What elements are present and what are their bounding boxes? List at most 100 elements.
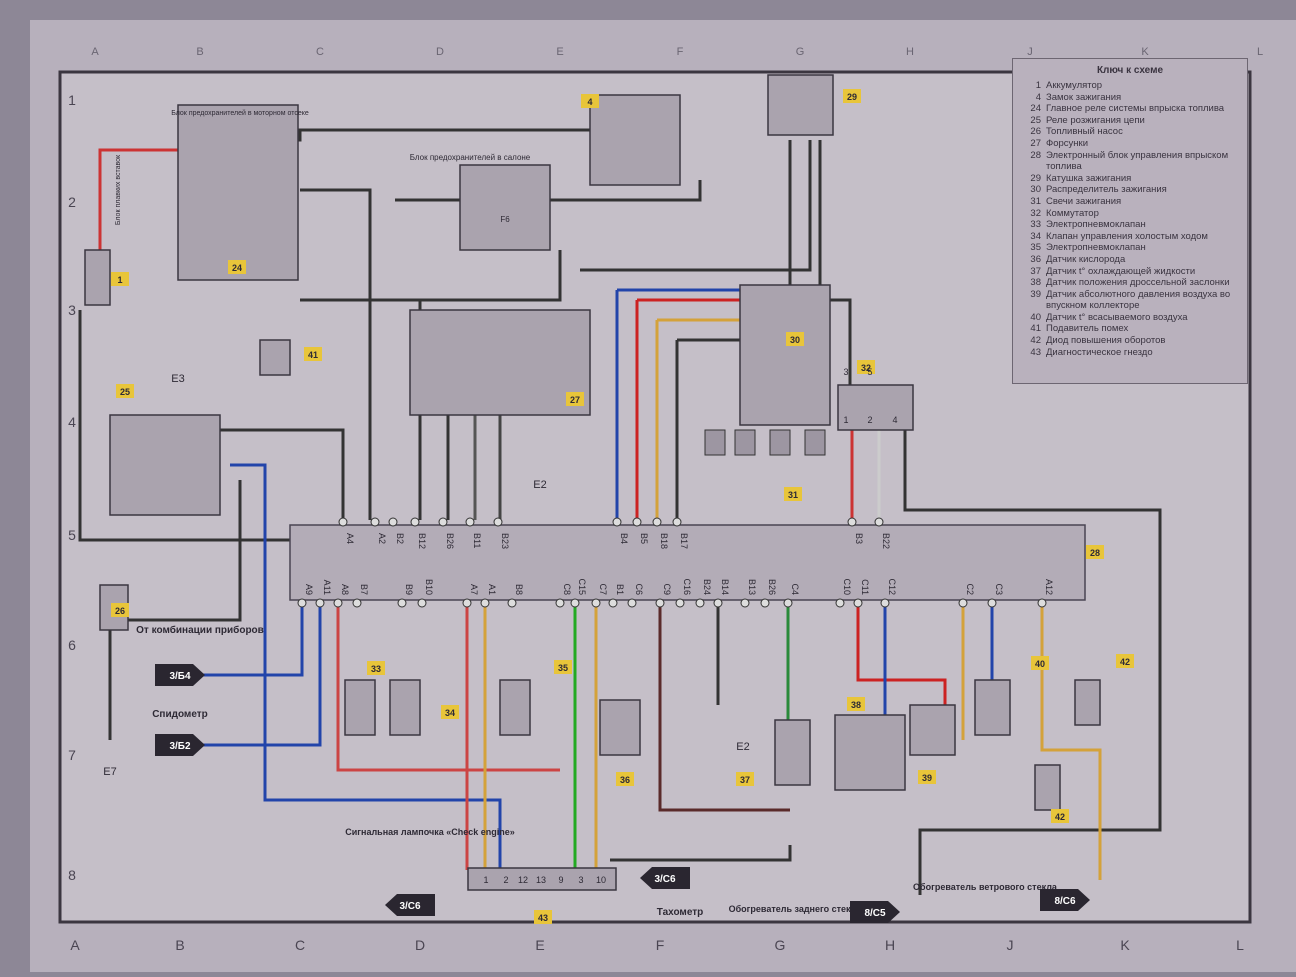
legend-item-number: 27 <box>1030 137 1041 149</box>
ecu-pin <box>835 598 845 608</box>
idle-valve-34 <box>389 679 421 736</box>
grid-column-label: J <box>1007 937 1014 953</box>
connector-arrow <box>1040 889 1090 911</box>
ecu-pin-label: C4 <box>790 583 800 595</box>
ecu-pin <box>880 598 890 608</box>
component-tag <box>1031 656 1049 670</box>
commutator-pin-label: 4 <box>892 415 897 425</box>
component-number: 34 <box>445 708 455 718</box>
oxygen-sensor-36 <box>599 699 641 756</box>
grid-column-label: F <box>656 937 665 953</box>
connector-label: 3/Б4 <box>169 671 191 682</box>
legend-title: Ключ к схеме <box>1096 65 1164 76</box>
commutator-pin-label: 1 <box>843 415 848 425</box>
component-tag <box>367 661 385 675</box>
legend-item-label: Датчик положения дроссельной заслонки <box>1046 277 1230 289</box>
ecu-pin <box>462 598 472 608</box>
diode-42b <box>1034 764 1061 811</box>
legend-item-label: Коммутатор <box>1046 207 1099 219</box>
legend-item-label: Электронный блок управления впрыском топ… <box>1046 149 1229 173</box>
legend-item-number: 36 <box>1030 253 1041 265</box>
ecu-pin-label: B24 <box>702 579 712 595</box>
ecu-pin-label: B9 <box>404 584 414 595</box>
legend-item-number: 35 <box>1030 242 1041 254</box>
ecu-pin-label: B13 <box>747 579 757 595</box>
legend-item-number: 30 <box>1030 184 1041 196</box>
ecu-pin-label: C12 <box>887 578 897 595</box>
component-number: 42 <box>1055 812 1065 822</box>
ecu-pin <box>507 598 517 608</box>
grid-column-label: A <box>91 46 99 58</box>
connector-label: 3/С6 <box>399 901 421 912</box>
legend-item-number: 1 <box>1035 80 1041 91</box>
ecu-pin <box>958 598 968 608</box>
ecu-pin-label: A11 <box>322 580 332 595</box>
ecu-pin-label: B18 <box>659 533 669 549</box>
diagnostic-connector-43 <box>467 867 617 891</box>
ecu-pin-label: B7 <box>359 584 369 595</box>
component-number: 27 <box>570 395 580 405</box>
wire <box>108 480 242 740</box>
rear-window-heater-label: Обогреватель заднего стекла <box>729 904 863 914</box>
legend-item-number: 34 <box>1030 230 1041 242</box>
ecu-pin-label: C11 <box>860 579 870 595</box>
speedometer-label: Спидометр <box>152 709 208 720</box>
fusible-link-label: Блок плавких вставок <box>115 154 122 225</box>
wire <box>903 430 1162 895</box>
ecu-pin <box>338 517 348 527</box>
legend-item-number: 28 <box>1030 149 1041 161</box>
ecu-pin-label: B26 <box>767 579 777 595</box>
ecu-pin-label: B5 <box>639 533 649 544</box>
legend-item-number: 24 <box>1030 103 1041 115</box>
grid-column-label: H <box>885 937 895 953</box>
component-number: 24 <box>232 263 242 273</box>
ecu-pin-label: B8 <box>514 584 524 595</box>
ecu-pin <box>570 598 580 608</box>
grid-column-label: J <box>1027 46 1033 58</box>
component-tag <box>111 603 129 617</box>
grid-column-label: L <box>1236 937 1244 953</box>
grid-row-label: 7 <box>68 747 76 763</box>
grid-column-label: G <box>775 937 786 953</box>
ecu-pin <box>370 517 380 527</box>
component-tag <box>784 487 802 501</box>
ecu-pin <box>438 517 448 527</box>
ecu-pin <box>672 517 682 527</box>
ecu-pin <box>397 598 407 608</box>
spark-plug-icon <box>734 429 756 456</box>
wire <box>818 140 852 390</box>
grid-column-label: D <box>436 46 444 58</box>
ecu-pin-label: B12 <box>417 533 427 549</box>
component-number: 42 <box>1120 657 1130 667</box>
commutator-pin-label: 5 <box>867 367 872 377</box>
component-number: 26 <box>115 606 125 616</box>
ecu-pin <box>608 598 618 608</box>
from-instrument-cluster-label: От комбинации приборов <box>136 624 264 636</box>
legend-item-label: Распределитель зажигания <box>1046 184 1167 196</box>
legend-item-label: Датчик t° всасываемого воздуха <box>1046 311 1188 323</box>
ecu-pin <box>465 517 475 527</box>
legend-item-label: Диагностическое гнездо <box>1046 346 1153 358</box>
ecu-pin <box>591 598 601 608</box>
connector-arrow <box>155 664 205 686</box>
legend-item-number: 41 <box>1030 323 1041 335</box>
ecu-pin-label: B4 <box>619 533 629 544</box>
component-tag <box>847 697 865 711</box>
commutator-pin-label: 3 <box>843 367 848 377</box>
component-number: 43 <box>538 913 548 923</box>
throttle-sensor-38 <box>834 714 906 791</box>
legend-item-number: 33 <box>1030 219 1041 231</box>
component-number: 36 <box>620 775 630 785</box>
fuel-pump-relay-25 <box>109 414 221 516</box>
